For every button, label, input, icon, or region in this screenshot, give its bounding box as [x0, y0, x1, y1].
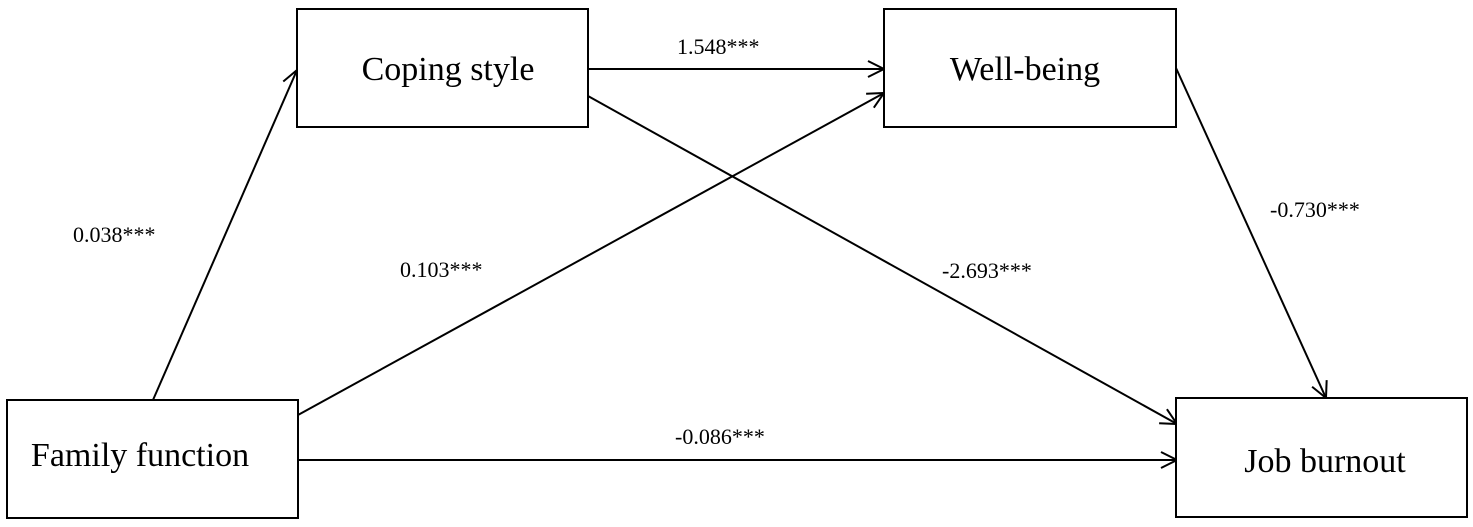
- edge-label-family-to-wellbeing: 0.103***: [400, 257, 483, 282]
- node-label-family-function: Family function: [31, 437, 249, 474]
- edge-label-family-to-burnout: -0.086***: [675, 424, 765, 449]
- node-label-well-being: Well-being: [950, 51, 1100, 88]
- node-coping-style: Coping style: [296, 8, 589, 128]
- node-label-coping-style: Coping style: [362, 51, 535, 88]
- edges: [152, 67, 1326, 460]
- edge-family-to-wellbeing: [297, 93, 884, 416]
- node-job-burnout: Job burnout: [1175, 397, 1468, 518]
- edge-wellbeing-to-burnout: [1175, 67, 1326, 398]
- edge-label-coping-to-burnout: -2.693***: [942, 258, 1032, 283]
- node-well-being: Well-being: [883, 8, 1177, 128]
- edge-label-coping-to-wellbeing: 1.548***: [677, 34, 760, 59]
- edge-label-wellbeing-to-burnout: -0.730***: [1270, 197, 1360, 222]
- edge-labels: 1.548*** 0.038*** 0.103*** -2.693*** -0.…: [73, 34, 1360, 449]
- edge-coping-to-burnout: [587, 95, 1177, 424]
- node-family-function: Family function: [6, 399, 299, 519]
- node-label-job-burnout: Job burnout: [1244, 443, 1406, 480]
- edge-label-family-to-coping: 0.038***: [73, 222, 156, 247]
- edge-family-to-coping: [152, 70, 297, 401]
